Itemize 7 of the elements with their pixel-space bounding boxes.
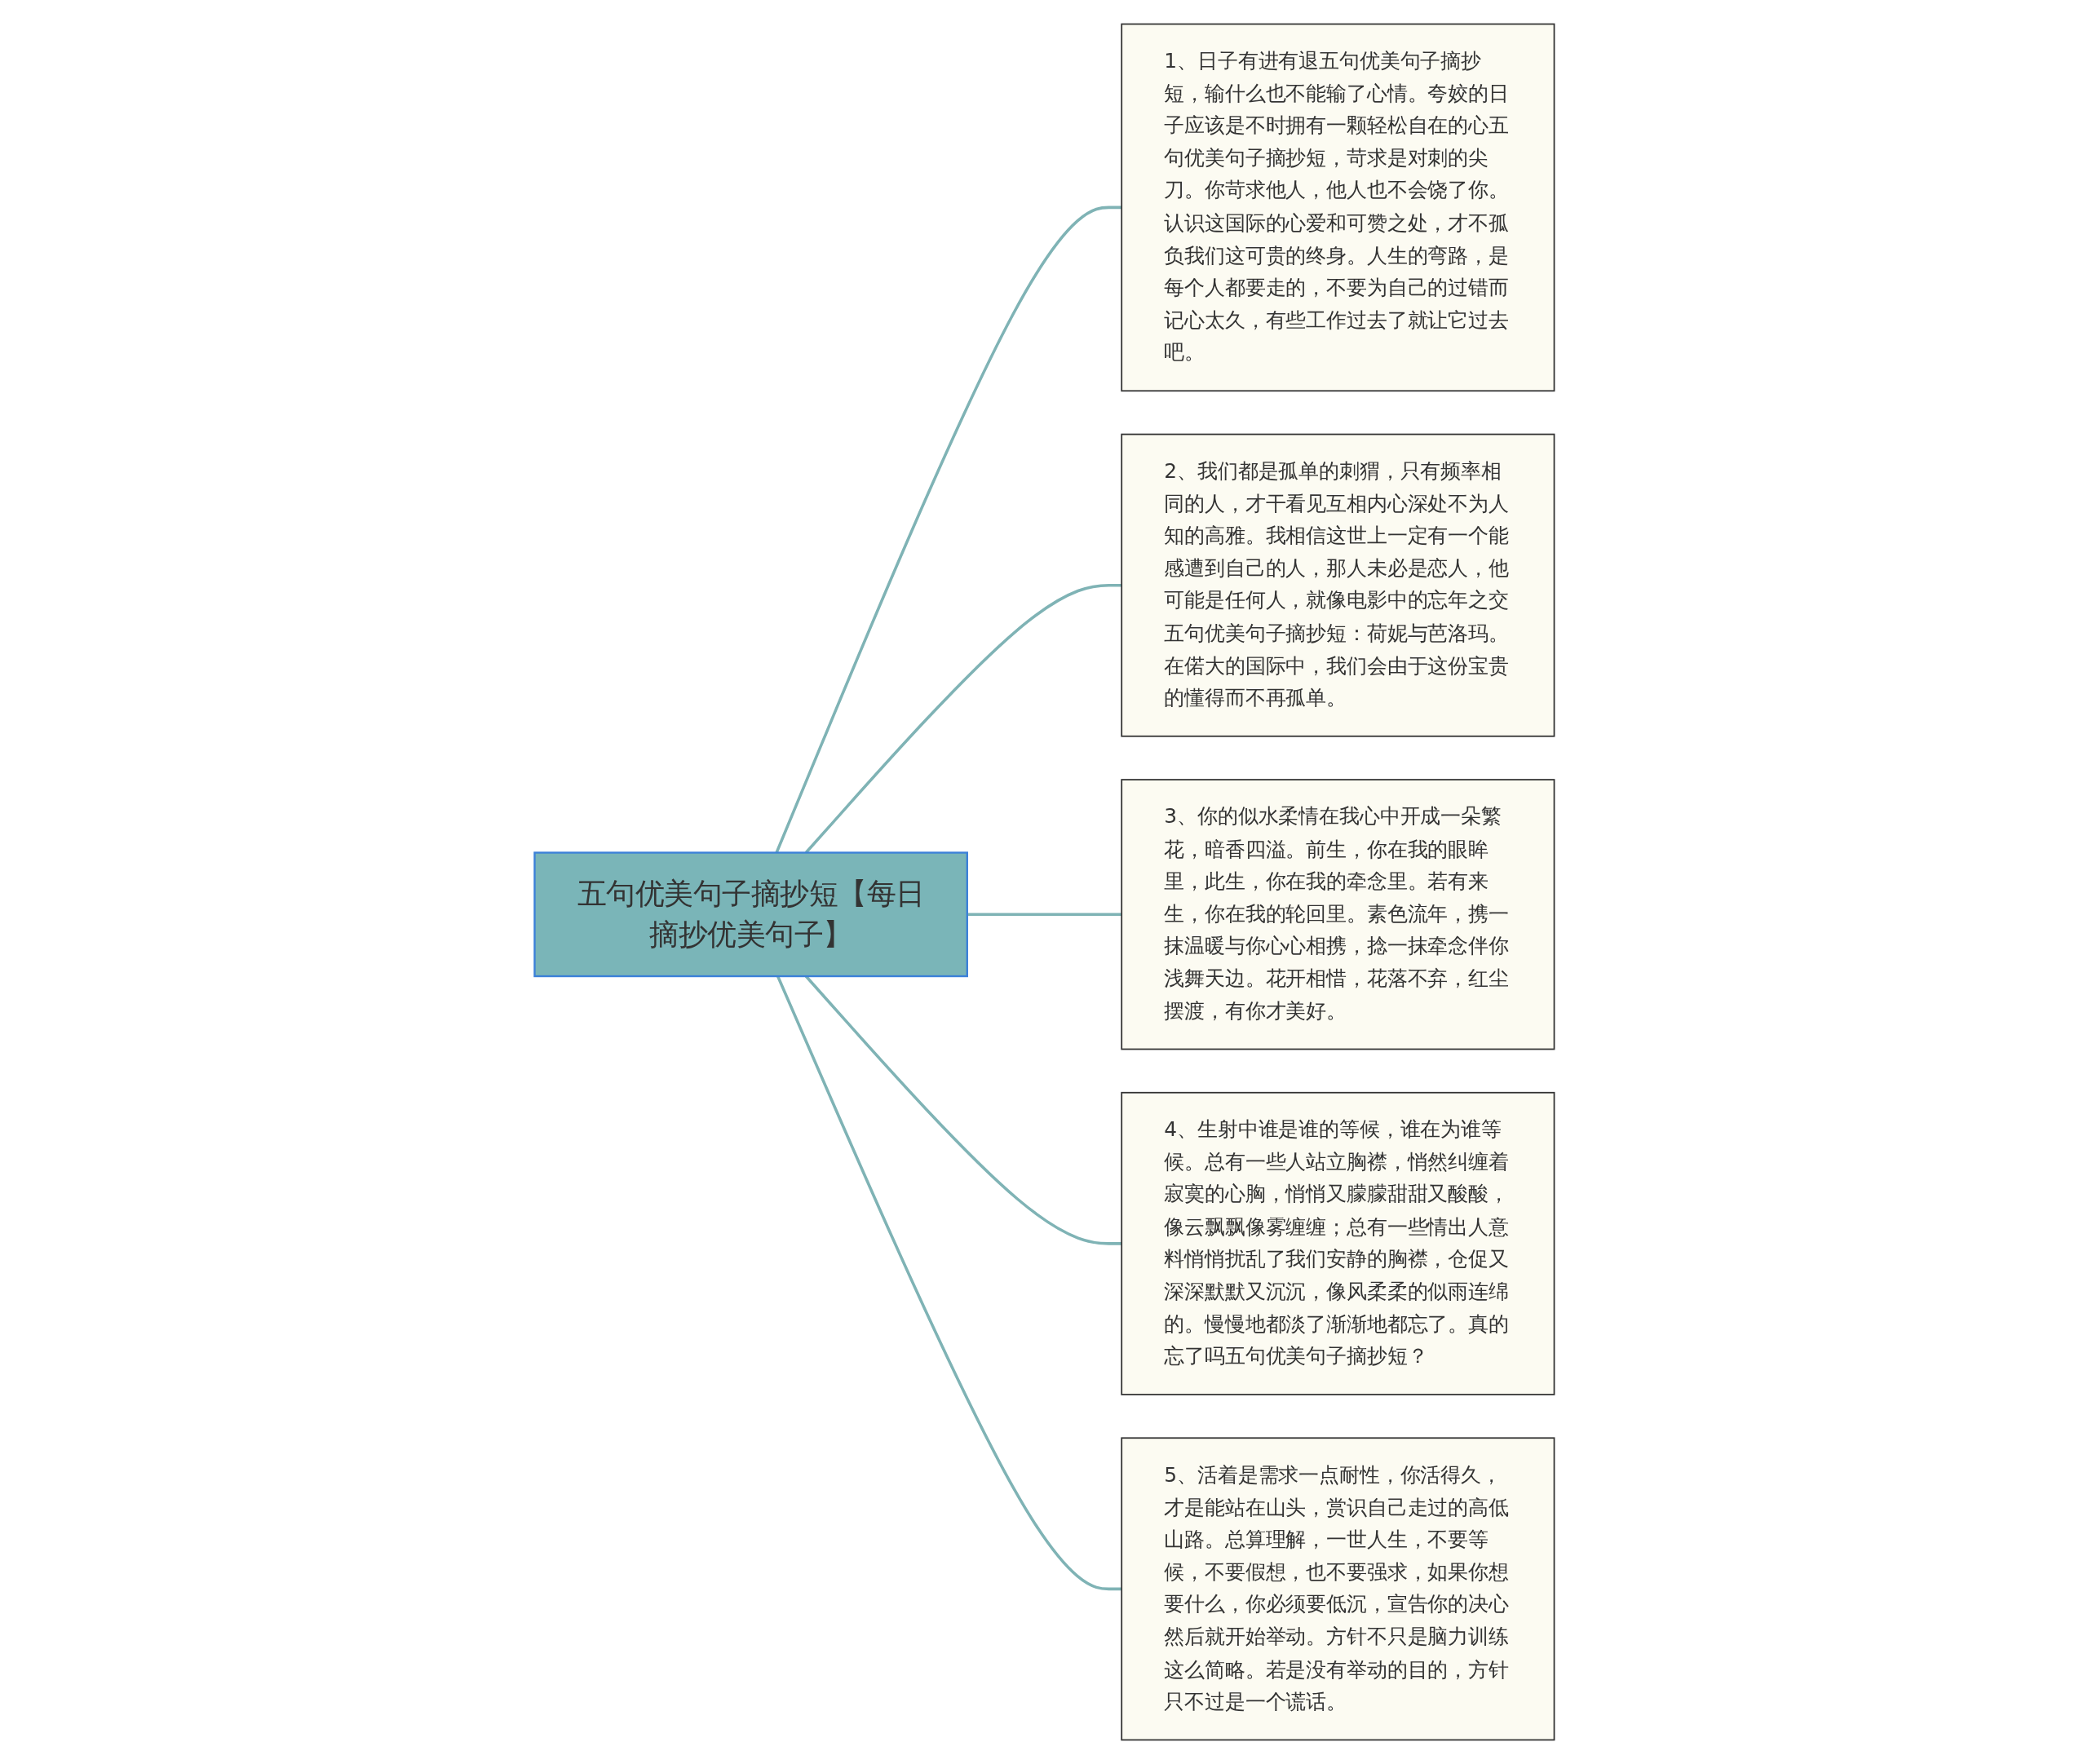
- node-box: 5、活着是需求一点耐性，你活得久，才是能站在山头，赏识自己走过的高低山路。总算理解，一世人生，不要等候，不要假想，也不要强求，如果你想要什么，你必须要低沉，宣告你的决心然后就开始举动。方针不只是脑力训练这么简略。若是没有举动的目的，方针只不过是一个谎话。: [1120, 1437, 1555, 1741]
- node-box: 3、你的似水柔情在我心中开成一朵繁花，暗香四溢。前生，你在我的眼眸里，此生，你在我的牵念里。若有来生，你在我的轮回里。素色流年，携一抹温暖与你心心相携，捻一抹牵念伴你浅舞天边。花开相惜，花落不弃，红尘摆渡，有你才美好。: [1120, 779, 1555, 1050]
- node-box: 1、日子有进有退五句优美句子摘抄短，输什么也不能输了心情。夸姣的日子应该是不时拥有一颗轻松自在的心五句优美句子摘抄短，苛求是对刺的尖刀。你苛求他人，他人也不会饶了你。认识这国际的心爱和可赞之处，才不孤负我们这可贵的终身。人生的弯路，是每个人都要走的，不要为自己的过错而记心太久，有些工作过去了就让它过去吧。: [1120, 23, 1555, 392]
- node-box: 2、我们都是孤单的刺猬，只有频率相同的人，才干看见互相内心深处不为人知的高雅。我相信这世上一定有一个能感遭到自己的人，那人未必是恋人，他可能是任何人，就像电影中的忘年之交五句优美句子摘抄短：荷妮与芭洛玛。在偌大的国际中，我们会由于这份宝贵的懂得而不再孤单。: [1120, 433, 1555, 737]
- node-box: 4、生射中谁是谁的等候，谁在为谁等候。总有一些人站立胸襟，悄然纠缠着寂寞的心胸，悄悄又朦朦甜甜又酸酸，像云飘飘像雾缠缠；总有一些情出人意料悄悄扰乱了我们安静的胸襟，仓促又深深默默又沉沉，像风柔柔的似雨连绵的。慢慢地都淡了渐渐地都忘了。真的忘了吗五句优美句子摘抄短？: [1120, 1091, 1555, 1395]
- connector: [967, 913, 1121, 917]
- node-box: 五句优美句子摘抄短【每日摘抄优美句子】: [533, 851, 968, 978]
